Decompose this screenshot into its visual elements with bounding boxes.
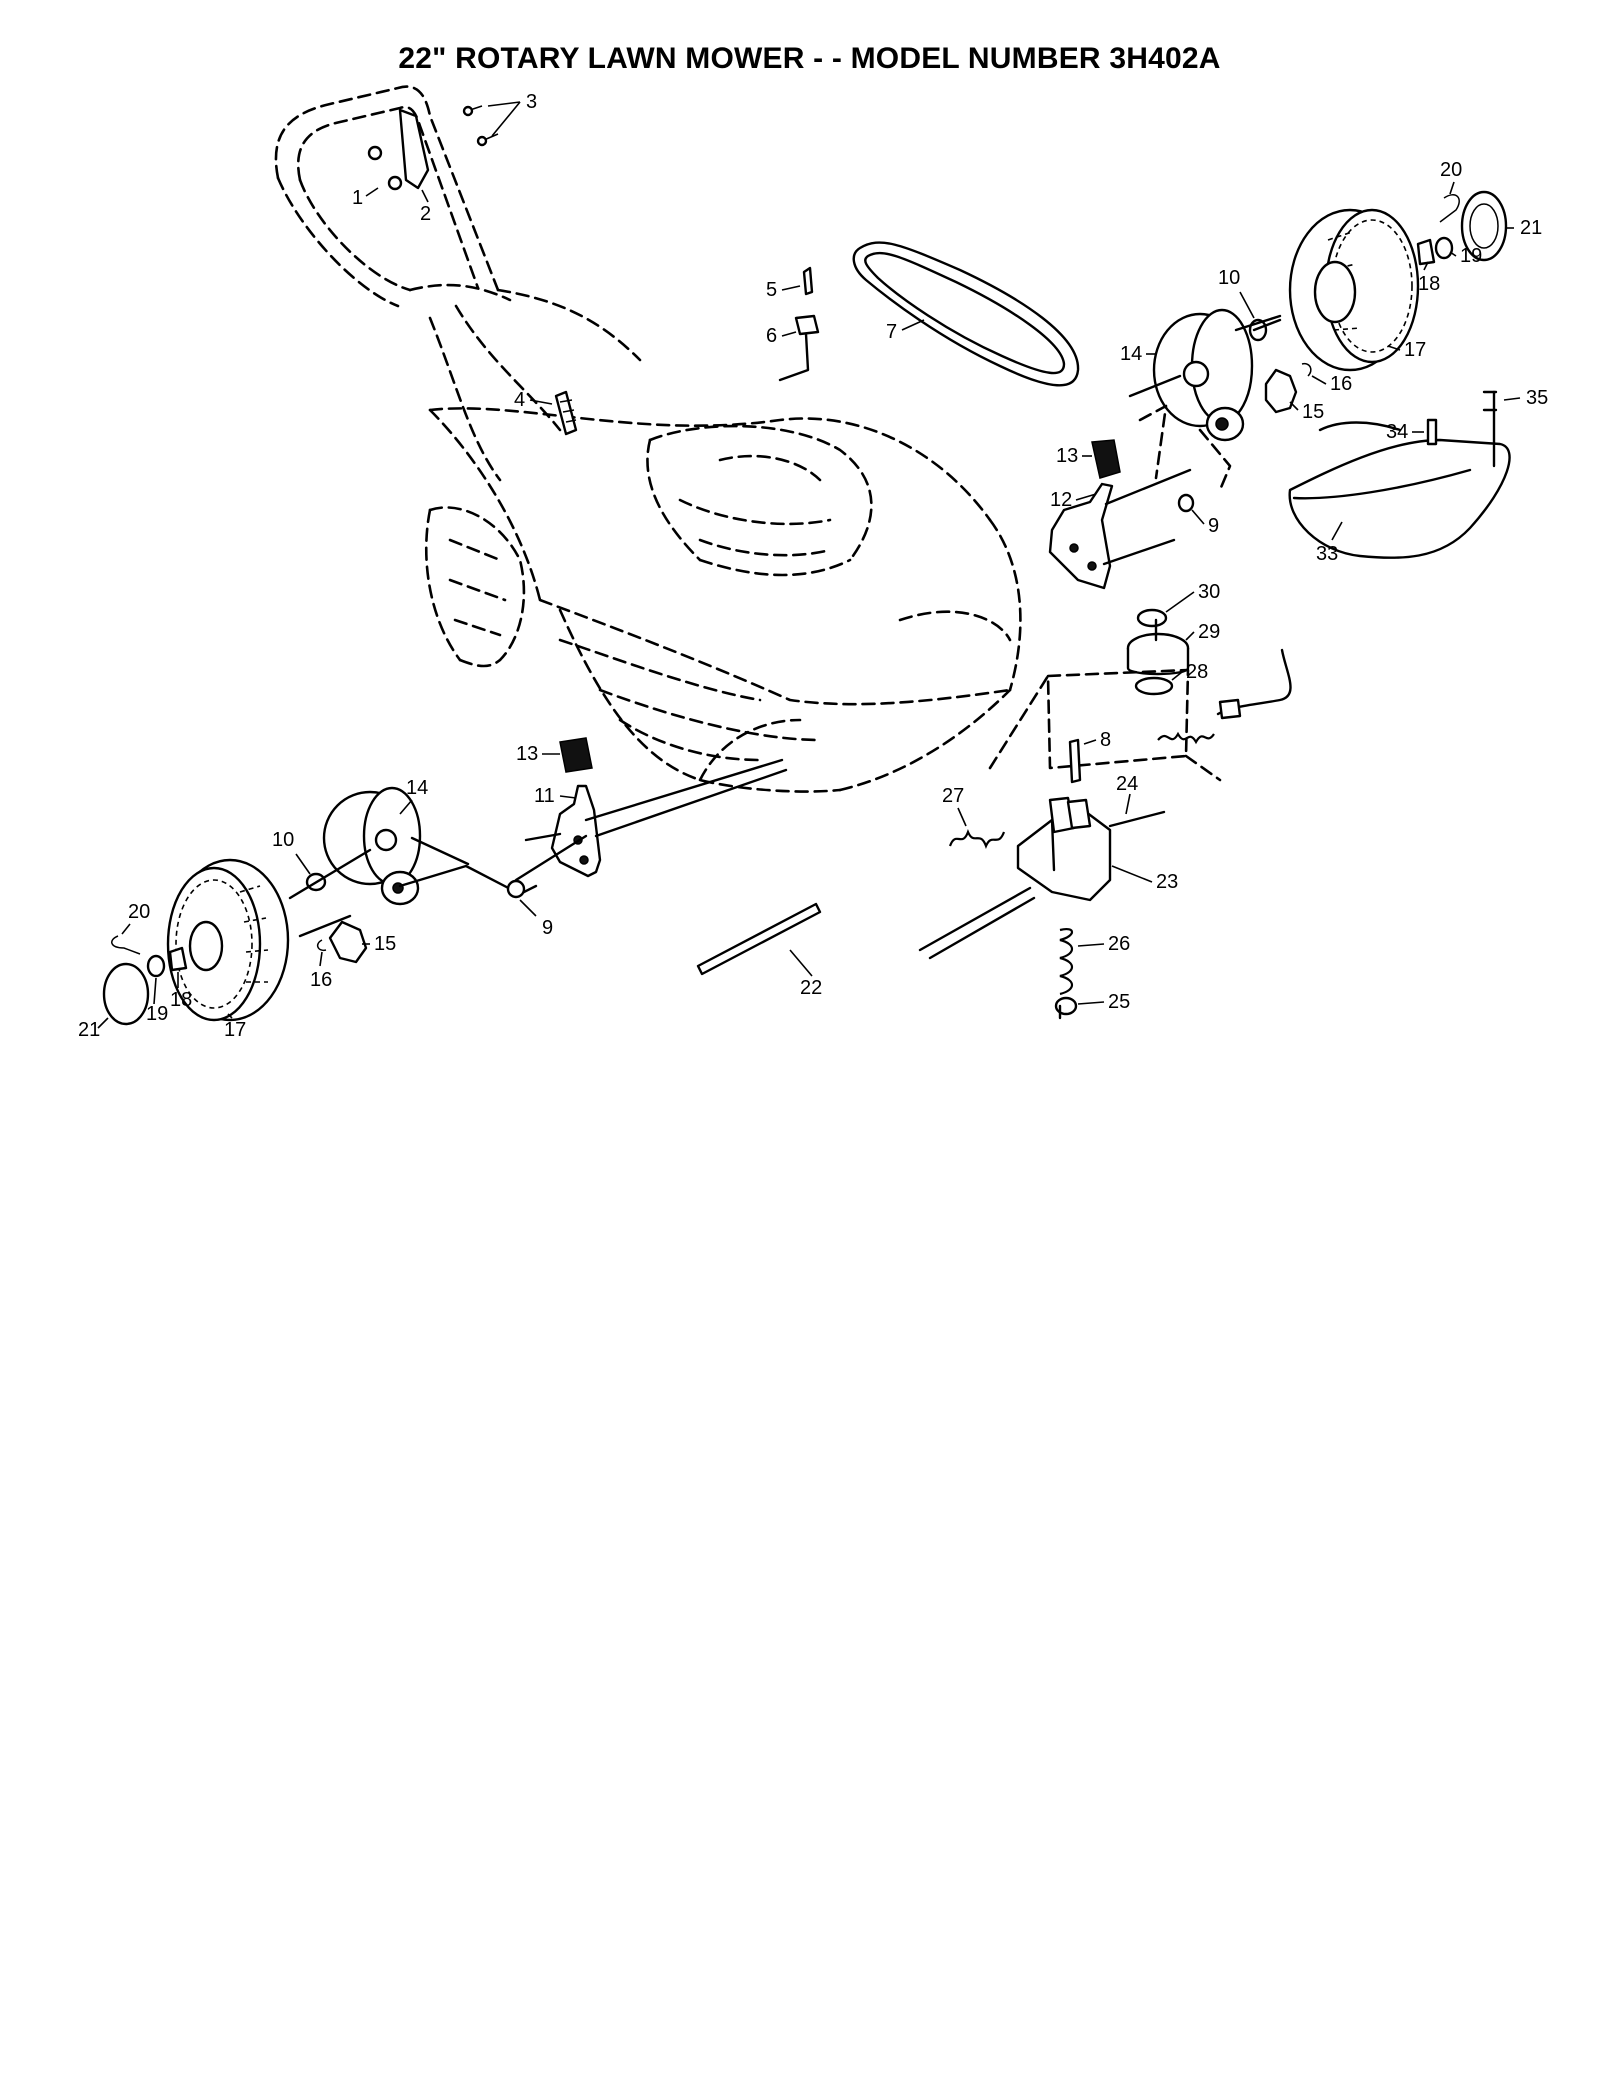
callout-16-left: 16: [310, 969, 332, 991]
callout-25: 25: [1108, 991, 1130, 1013]
callout-16-right: 16: [1330, 373, 1352, 395]
callout-19-left: 19: [146, 1003, 168, 1025]
callout-18-left: 18: [170, 989, 192, 1011]
left-height-adjuster: [514, 737, 788, 882]
cable-clip: [778, 266, 820, 382]
callout-30: 30: [1198, 581, 1220, 603]
callout-33: 33: [1316, 543, 1338, 565]
callout-18-right: 18: [1418, 273, 1440, 295]
callout-8: 8: [1100, 729, 1111, 751]
callout-11: 11: [534, 785, 555, 807]
callout-12: 12: [1050, 489, 1072, 511]
callout-22: 22: [800, 977, 822, 999]
callout-6: 6: [766, 325, 777, 347]
callout-4: 4: [514, 389, 525, 411]
callout-9-left: 9: [542, 917, 553, 939]
grass-chute: [1288, 390, 1511, 560]
callout-26: 26: [1108, 933, 1130, 955]
callout-1: 1: [352, 187, 363, 209]
callout-28: 28: [1186, 661, 1208, 683]
callout-5: 5: [766, 279, 777, 301]
right-washer: [1177, 493, 1195, 513]
right-pulley-assembly: [1128, 308, 1312, 442]
callout-21-right: 21: [1520, 217, 1542, 239]
right-height-adjuster: [1048, 404, 1232, 590]
callout-9-right: 9: [1208, 515, 1219, 537]
rear-axle: [696, 902, 822, 976]
pulley-stack: [1126, 608, 1190, 696]
handle-bracket-group: [367, 105, 499, 191]
right-wheel-assembly: [1252, 190, 1508, 372]
callout-20-right: 20: [1440, 159, 1462, 181]
callout-13-right: 13: [1056, 445, 1078, 467]
callout-7: 7: [886, 321, 897, 343]
left-wheel-assembly: [102, 858, 290, 1026]
callout-20-left: 20: [128, 901, 150, 923]
callout-14-right: 14: [1120, 343, 1142, 365]
callout-24: 24: [1116, 773, 1138, 795]
drive-belt: [852, 241, 1080, 387]
transmission-assembly: [918, 648, 1292, 1020]
mower-body-outline: [274, 85, 1022, 793]
callout-17-left: 17: [224, 1019, 246, 1041]
callout-10-left: 10: [272, 829, 294, 851]
callout-19-right: 19: [1460, 245, 1482, 267]
callout-14-left: 14: [406, 777, 428, 799]
callout-13-left: 13: [516, 743, 538, 765]
callout-21-left: 21: [78, 1019, 100, 1041]
handle-knob: [554, 390, 578, 436]
callout-17-right: 17: [1404, 339, 1426, 361]
callout-3: 3: [526, 91, 537, 113]
callout-10-right: 10: [1218, 267, 1240, 289]
callout-15-right: 15: [1302, 401, 1324, 423]
callout-23: 23: [1156, 871, 1178, 893]
callout-34: 34: [1386, 421, 1408, 443]
callout-15-left: 15: [374, 933, 396, 955]
callout-27: 27: [942, 785, 964, 807]
callout-29: 29: [1198, 621, 1220, 643]
callout-labels: 1 2 3 4 5 6 7 8 9 9 10 10 11: [78, 91, 1548, 1041]
left-pulley-assembly: [288, 786, 538, 964]
page-title: 22" ROTARY LAWN MOWER - - MODEL NUMBER 3…: [398, 42, 1221, 75]
callout-35: 35: [1526, 387, 1548, 409]
callout-2: 2: [420, 203, 431, 225]
